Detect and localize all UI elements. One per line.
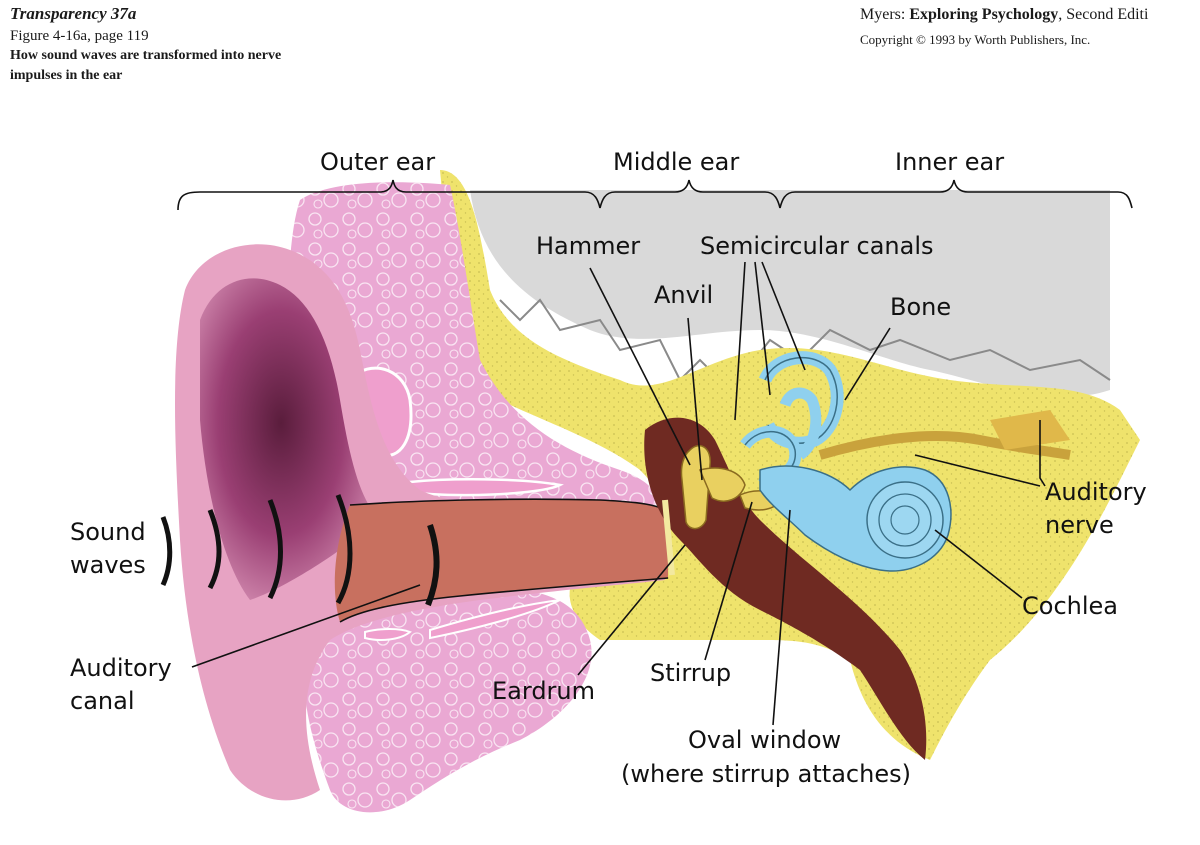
middle-ear-cavity — [644, 417, 927, 760]
section-braces — [177, 179, 1133, 211]
sound-wave-arcs — [160, 494, 440, 607]
label-inner-ear: Inner ear — [895, 148, 1004, 176]
label-auditory-canal-line1: Auditory — [70, 654, 172, 682]
book-title: Exploring Psychology — [909, 6, 1059, 23]
label-middle-ear: Middle ear — [613, 148, 739, 176]
diagram-labels: Outer ear Middle ear Inner ear Hammer Se… — [70, 148, 1147, 788]
label-bone: Bone — [890, 293, 951, 321]
label-anvil: Anvil — [654, 281, 713, 309]
leader-lines — [191, 261, 1046, 726]
label-sound-waves-line2: waves — [70, 551, 146, 579]
hammer-bone — [680, 444, 711, 530]
label-oval-window-line1: Oval window — [688, 726, 841, 754]
label-stirrup: Stirrup — [650, 659, 731, 687]
label-outer-ear: Outer ear — [320, 148, 435, 176]
edition-text: , Second Editi — [1058, 6, 1149, 23]
copyright-line: Copyright © 1993 by Worth Publishers, In… — [860, 32, 1091, 47]
caption-line-2: impulses in the ear — [10, 68, 123, 83]
label-cochlea: Cochlea — [1022, 592, 1118, 620]
label-eardrum: Eardrum — [492, 677, 595, 705]
auditory-canal — [334, 498, 669, 623]
auditory-nerve-fiber — [818, 431, 1071, 460]
caption-line-1: How sound waves are transformed into ner… — [10, 48, 282, 63]
label-auditory-canal-line2: canal — [70, 687, 135, 715]
publisher-line: Myers: Exploring Psychology, Second Edit… — [860, 6, 1148, 24]
lower-tissue — [304, 589, 592, 813]
figure-reference: Figure 4-16a, page 119 — [10, 28, 149, 44]
label-oval-window-line2: (where stirrup attaches) — [621, 760, 911, 788]
publisher-prefix: Myers: — [860, 6, 910, 23]
transparency-title: Transparency 37a — [10, 4, 137, 23]
inner-ear — [740, 351, 1071, 572]
label-sound-waves-line1: Sound — [70, 518, 146, 546]
label-auditory-nerve-line2: nerve — [1045, 511, 1114, 539]
anvil-bone — [698, 467, 746, 502]
label-hammer: Hammer — [536, 232, 640, 260]
label-semicircular-canals: Semicircular canals — [700, 232, 934, 260]
label-auditory-nerve-line1: Auditory — [1045, 478, 1147, 506]
